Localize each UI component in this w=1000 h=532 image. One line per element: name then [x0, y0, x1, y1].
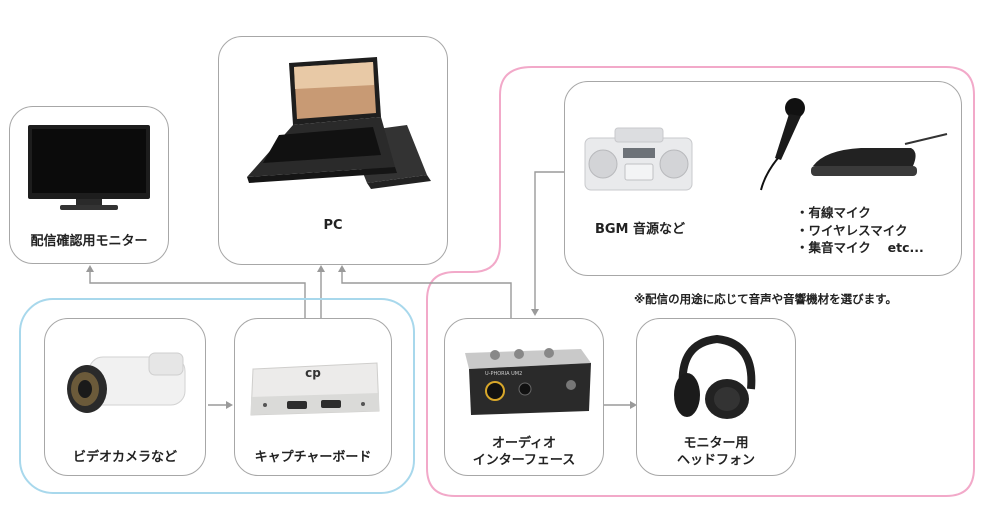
audio-interface-label-line2: インターフェース [472, 453, 576, 468]
video-camera-icon [67, 352, 186, 413]
tv-monitor-icon [28, 125, 150, 210]
audio-interface-icon: U-PHORIA UM2 [465, 348, 591, 415]
audio-sources-node: BGM 音源など 有線マイク ワイヤレスマイク 集音マイク etc... [564, 81, 962, 276]
handheld-mic-icon [760, 98, 805, 191]
capture-board-icon: cp [250, 362, 380, 416]
camera-node: ビデオカメラなど [44, 318, 206, 476]
camera-label: ビデオカメラなど [72, 450, 177, 465]
monitor-node: 配信確認用モニター [9, 106, 169, 264]
capture-board-label: キャプチャーボード [254, 450, 372, 465]
capture-logo-text: cp [305, 366, 321, 380]
arrow-sources-to-interface [534, 171, 565, 310]
capture-board-node: cp キャプチャーボード [234, 318, 392, 476]
mic-list-item: ワイヤレスマイク [796, 222, 924, 240]
pc-label: PC [323, 218, 343, 233]
mic-list-item: 有線マイク [796, 204, 924, 222]
audio-interface-node: U-PHORIA UM2 オーディオ インターフェース [444, 318, 604, 476]
mic-list: 有線マイク ワイヤレスマイク 集音マイク etc... [796, 204, 924, 257]
laptop-icon [247, 57, 431, 189]
bgm-label: BGM 音源など [594, 222, 686, 237]
cd-radio-icon [584, 127, 693, 191]
interface-brand-text: U-PHORIA UM2 [485, 371, 522, 377]
arrow-capture-to-monitor [89, 271, 306, 318]
headphones-label-line2: ヘッドフォン [676, 453, 755, 468]
headphones-node: モニター用 ヘッドフォン [636, 318, 796, 476]
pc-node: PC [218, 36, 448, 265]
note-text: ※配信の用途に応じて音声や音響機材を選びます。 [634, 292, 898, 306]
boundary-mic-icon [811, 133, 948, 176]
headphones-icon [674, 334, 756, 419]
headphones-label-line1: モニター用 [683, 436, 749, 451]
video-group-outline [19, 298, 415, 494]
audio-interface-label-line1: オーディオ [491, 436, 557, 451]
mic-list-item: 集音マイク etc... [796, 239, 924, 257]
monitor-label: 配信確認用モニター [30, 234, 148, 249]
audio-group-outline [426, 66, 975, 497]
arrow-interface-to-pc [341, 271, 512, 318]
